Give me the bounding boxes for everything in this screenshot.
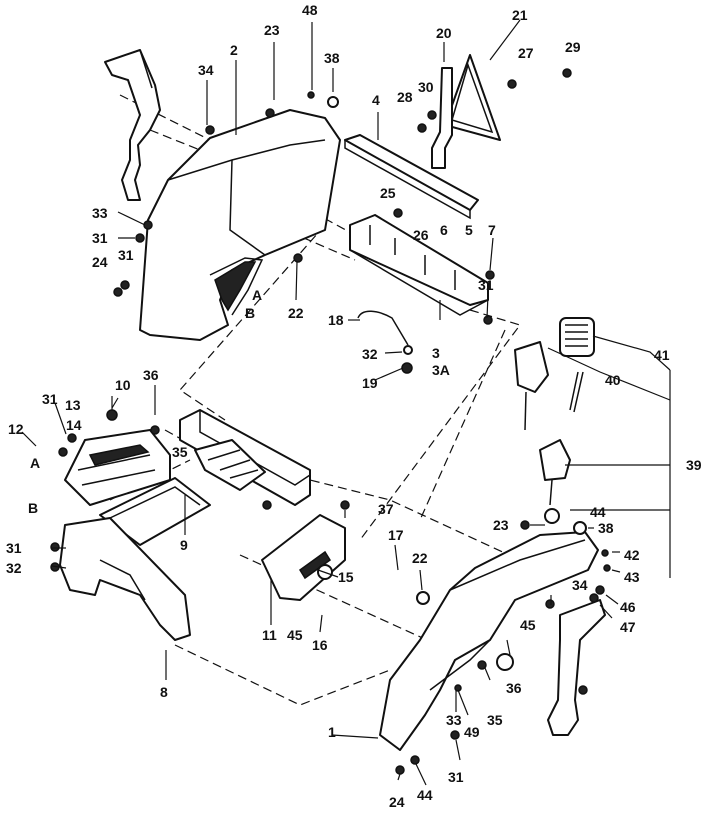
callout-28: 28 — [397, 89, 413, 105]
callout-38: 38 — [598, 520, 614, 536]
callout-8: 8 — [160, 684, 168, 700]
callout-33: 33 — [446, 712, 462, 728]
top-bar — [344, 134, 479, 220]
callout-31: 31 — [92, 230, 108, 246]
warning-lamp — [539, 439, 571, 506]
callout-33: 33 — [92, 205, 108, 221]
callout-48: 48 — [302, 2, 318, 18]
callout-6: 6 — [440, 222, 448, 238]
ref-letter-a: A — [30, 455, 40, 471]
callout-14: 14 — [66, 417, 82, 433]
callout-18: 18 — [328, 312, 344, 328]
callout-46: 46 — [620, 599, 636, 615]
lamp-cord — [569, 371, 584, 413]
callout-44: 44 — [417, 787, 433, 803]
callout-29: 29 — [565, 39, 581, 55]
center-bracket — [261, 514, 346, 601]
callout-30: 30 — [418, 79, 434, 95]
head-lamp — [514, 341, 549, 431]
callout-labels: 1 2 3 3A 4 5 6 7 8 9 10 11 12 13 14 15 1… — [6, 2, 702, 810]
callout-40: 40 — [605, 372, 621, 388]
work-lamp-upper — [559, 317, 595, 357]
callout-16: 16 — [312, 637, 328, 653]
right-fender-bracket — [547, 599, 606, 736]
callout-32: 32 — [362, 346, 378, 362]
hardware — [50, 68, 611, 775]
callout-26: 26 — [413, 227, 429, 243]
lower-cover — [59, 517, 191, 641]
callout-41: 41 — [654, 347, 670, 363]
callout-20: 20 — [436, 25, 452, 41]
left-fender — [139, 109, 341, 341]
callout-22: 22 — [412, 550, 428, 566]
callout-13: 13 — [65, 397, 81, 413]
callout-19: 19 — [362, 375, 378, 391]
ref-letter-a: A — [252, 287, 262, 303]
callout-47: 47 — [620, 619, 636, 635]
callout-23: 23 — [264, 22, 280, 38]
callout-42: 42 — [624, 547, 640, 563]
callout-32: 32 — [6, 560, 22, 576]
callout-21: 21 — [512, 7, 528, 23]
callout-35: 35 — [172, 444, 188, 460]
callout-25: 25 — [380, 185, 396, 201]
callout-34: 34 — [572, 577, 588, 593]
callout-3: 3 — [432, 345, 440, 361]
callout-2: 2 — [230, 42, 238, 58]
callout-5: 5 — [465, 222, 473, 238]
callout-4: 4 — [372, 92, 380, 108]
callout-22: 22 — [288, 305, 304, 321]
callout-9: 9 — [180, 537, 188, 553]
callout-36: 36 — [506, 680, 522, 696]
callout-45: 45 — [520, 617, 536, 633]
left-fender-bracket — [104, 49, 161, 201]
cross-tube — [179, 409, 311, 506]
callout-24: 24 — [389, 794, 405, 810]
callout-36: 36 — [143, 367, 159, 383]
callout-7: 7 — [488, 222, 496, 238]
reflector-bracket — [431, 67, 453, 169]
callout-11: 11 — [262, 627, 277, 643]
callout-34: 34 — [198, 62, 214, 78]
callout-10: 10 — [115, 377, 131, 393]
reflector — [444, 54, 501, 141]
callout-27: 27 — [518, 45, 534, 61]
callout-43: 43 — [624, 569, 640, 585]
callout-23: 23 — [493, 517, 509, 533]
callout-31: 31 — [448, 769, 464, 785]
callout-37: 37 — [378, 501, 394, 517]
callout-31: 31 — [478, 277, 494, 293]
callout-15: 15 — [338, 569, 354, 585]
callout-49: 49 — [464, 724, 480, 740]
callout-35: 35 — [487, 712, 503, 728]
hook-rod — [357, 310, 409, 346]
callout-12: 12 — [8, 421, 24, 437]
callout-31: 31 — [42, 391, 58, 407]
right-fender — [379, 531, 599, 751]
callout-1: 1 — [328, 724, 336, 740]
callout-45: 45 — [287, 627, 303, 643]
callout-3a: 3A — [432, 362, 450, 378]
callout-24: 24 — [92, 254, 108, 270]
console-plate — [64, 429, 171, 506]
callout-44: 44 — [590, 504, 606, 520]
callout-31: 31 — [118, 247, 134, 263]
callout-17: 17 — [388, 527, 404, 543]
callout-39: 39 — [686, 457, 702, 473]
callout-31: 31 — [6, 540, 22, 556]
leader-lines — [21, 19, 671, 786]
ref-letter-b: B — [245, 305, 255, 321]
callout-38: 38 — [324, 50, 340, 66]
ref-letter-b: B — [28, 500, 38, 516]
